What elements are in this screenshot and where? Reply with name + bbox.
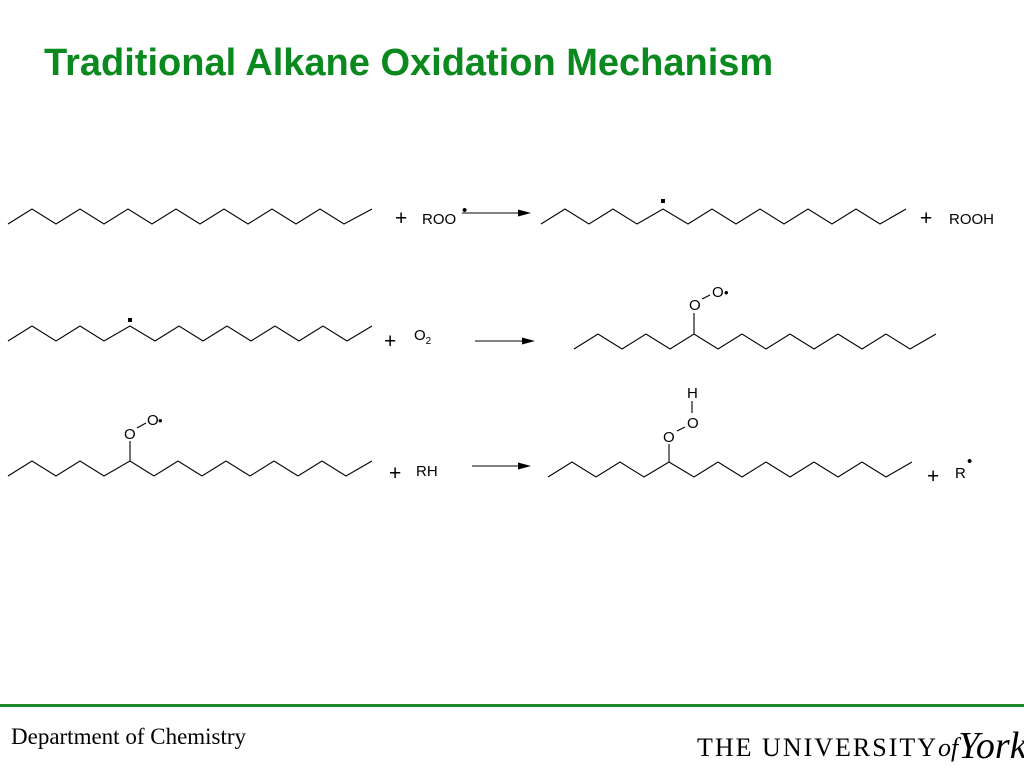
plus-sign: + [389, 462, 401, 485]
radical-dot-label: • [967, 453, 972, 470]
oxygen-molecule: O2 [414, 327, 432, 347]
radical-dot-label: • [462, 202, 467, 219]
reagent-rh: RH [416, 463, 438, 480]
university-prefix: THE UNIVERSITY [697, 733, 939, 762]
university-of: of [938, 733, 959, 762]
hydroperoxide-chain [547, 461, 913, 478]
university-logo: THE UNIVERSITYofYork [697, 722, 1024, 767]
arrowhead-3 [518, 462, 531, 470]
radical-dot-icon [128, 318, 132, 322]
atom-o: O [147, 412, 159, 429]
slide-title: Traditional Alkane Oxidation Mechanism [44, 42, 774, 84]
alkyl-radical-chain [540, 208, 907, 225]
plus-sign: + [927, 465, 939, 488]
oxygen-subscript: 2 [426, 336, 432, 347]
radical-dot-label: • [158, 413, 163, 428]
atom-o: O [124, 426, 136, 443]
footer-divider [0, 704, 1024, 707]
arrowhead-2 [522, 337, 535, 345]
plus-sign: + [384, 330, 396, 353]
university-name: York [958, 725, 1024, 767]
oxygen-symbol: O [414, 327, 426, 344]
atom-o: O [712, 284, 724, 301]
arrowhead-1 [518, 209, 531, 217]
plus-sign: + [395, 207, 407, 230]
reagent-roo-radical: ROO [422, 211, 456, 228]
department-name: Department of Chemistry [11, 724, 247, 749]
alkyl-radical-chain-2 [7, 325, 373, 342]
atom-o: O [689, 297, 701, 314]
product-rooh: ROOH [949, 211, 994, 228]
peroxyl-chain [573, 333, 937, 350]
product-r-radical: R [955, 465, 966, 482]
atom-o: O [687, 415, 699, 432]
bond-o-o [701, 294, 711, 300]
atom-o: O [663, 429, 675, 446]
alkane-chain-reactant [7, 208, 373, 225]
peroxyl-chain-reactant [7, 460, 373, 477]
plus-sign: + [920, 207, 932, 230]
bond-o-o-3 [136, 422, 147, 429]
radical-dot-icon [661, 199, 665, 203]
bond-o-o-h [676, 426, 686, 432]
reaction-diagram: + ROO • + ROOH + O2 O O • O O • + RH H O… [7, 199, 994, 488]
radical-dot-label: • [724, 285, 729, 300]
atom-h: H [687, 385, 698, 402]
